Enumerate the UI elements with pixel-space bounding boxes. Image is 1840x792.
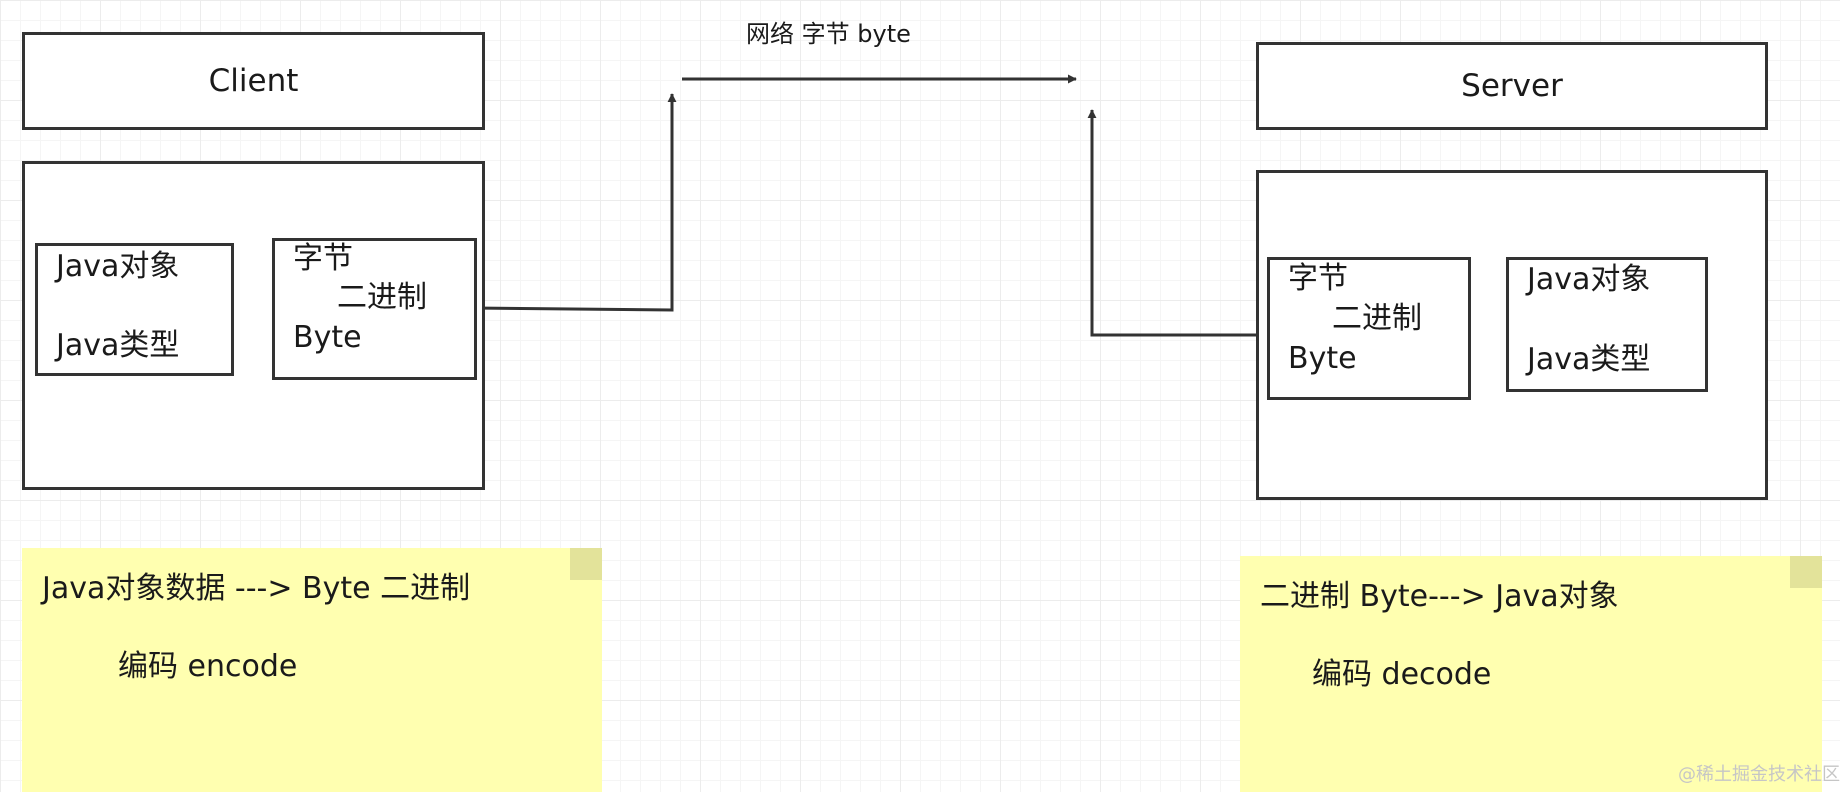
- server-container: 字节 二进制 Byte Java对象 Java类型: [1256, 170, 1768, 500]
- encode-note-fold: [570, 548, 602, 580]
- client-byte-line2: 二进制: [337, 280, 427, 315]
- server-object-box: Java对象 Java类型: [1506, 257, 1708, 392]
- client-container: Java对象 Java类型 字节 二进制 Byte: [22, 161, 485, 490]
- decode-note-line2: 编码 decode: [1312, 657, 1492, 692]
- client-title: Client: [208, 63, 299, 99]
- watermark-text: @稀土掘金技术社区: [1678, 764, 1840, 785]
- client-object-line2: Java类型: [56, 328, 180, 363]
- server-object-line2: Java类型: [1527, 342, 1651, 377]
- client-byte-line3: Byte: [293, 320, 362, 355]
- server-to-network-connector: [1087, 109, 1258, 337]
- server-byte-line2: 二进制: [1332, 301, 1422, 336]
- server-byte-box: 字节 二进制 Byte: [1267, 257, 1471, 400]
- decode-note-line1: 二进制 Byte---> Java对象: [1260, 579, 1619, 614]
- client-object-box: Java对象 Java类型: [35, 243, 234, 376]
- encode-note-line1: Java对象数据 ---> Byte 二进制: [42, 571, 471, 606]
- client-object-line1: Java对象: [56, 249, 180, 284]
- server-header: Server: [1256, 42, 1768, 130]
- client-byte-line1: 字节: [293, 241, 353, 276]
- client-to-network-connector: [471, 93, 677, 312]
- network-label: 网络 字节 byte: [746, 20, 911, 48]
- client-header: Client: [22, 32, 485, 130]
- client-byte-box: 字节 二进制 Byte: [272, 238, 477, 380]
- server-title: Server: [1461, 68, 1563, 104]
- server-byte-line1: 字节: [1288, 261, 1348, 296]
- encode-note: Java对象数据 ---> Byte 二进制 编码 encode: [22, 548, 602, 792]
- decode-note-fold: [1790, 556, 1822, 588]
- server-object-line1: Java对象: [1527, 262, 1651, 297]
- server-byte-line3: Byte: [1288, 341, 1357, 376]
- decode-note: 二进制 Byte---> Java对象 编码 decode: [1240, 556, 1822, 792]
- encode-note-line2: 编码 encode: [118, 649, 298, 684]
